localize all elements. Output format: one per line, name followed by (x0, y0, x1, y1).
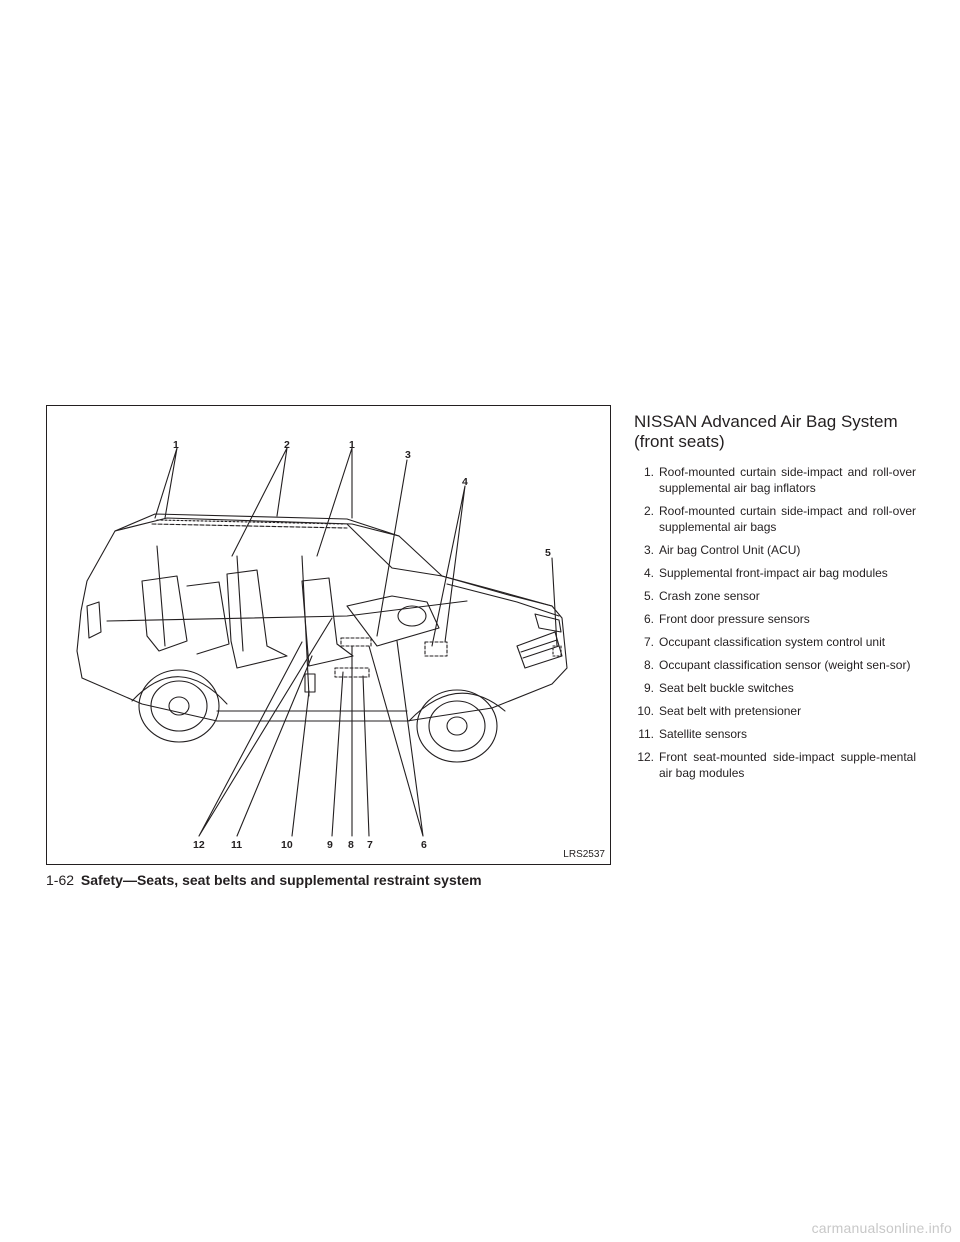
dashboard (346, 595, 440, 647)
steering-wheel (397, 605, 427, 627)
list-item: 3.Air bag Control Unit (ACU) (643, 543, 801, 557)
list-item: 1.Roof-mounted curtain side-impact and r… (643, 465, 916, 495)
watermark[interactable]: carmanualsonline.info (811, 1220, 952, 1236)
front-seat-left (226, 569, 288, 669)
page-number: 1-62 (46, 872, 75, 888)
b-pillar (236, 555, 244, 652)
list-item: 12.Front seat-mounted side-impact supple… (637, 750, 916, 780)
airbag-system-section: NISSAN Advanced Air Bag System (front se… (634, 412, 916, 788)
callout-3: 3 (405, 449, 411, 461)
leader-lines-bottom (198, 617, 424, 837)
buckle-switch (304, 673, 316, 693)
belt-line (106, 600, 468, 622)
callout-1: 1 (173, 439, 179, 451)
callout-11: 11 (231, 839, 243, 851)
callout-4: 4 (462, 476, 468, 488)
vehicle-body-outline (76, 517, 568, 722)
list-item: 5.Crash zone sensor (643, 589, 760, 603)
list-item: 10.Seat belt with pretensioner (637, 704, 802, 718)
front-airbag-module (424, 641, 448, 657)
list-item: 4.Supplemental front-impact air bag modu… (643, 566, 888, 580)
callout-12: 12 (193, 839, 205, 851)
leader-lines-top (154, 447, 558, 647)
rear-wheel-arch (131, 676, 228, 705)
rear-seat (141, 575, 188, 652)
callout-6: 6 (421, 839, 427, 851)
callout-10: 10 (281, 839, 293, 851)
page-footer: 1-62 Safety—Seats, seat belts and supple… (46, 872, 482, 888)
component-list: 1.Roof-mounted curtain side-impact and r… (634, 464, 916, 781)
hood (441, 575, 553, 607)
callout-1-second: 1 (349, 439, 355, 451)
callout-7: 7 (367, 839, 373, 851)
front-wheel (416, 689, 498, 763)
c-pillar (156, 545, 166, 647)
list-item: 2.Roof-mounted curtain side-impact and r… (643, 504, 916, 534)
windshield (346, 523, 443, 577)
list-item: 6.Front door pressure sensors (643, 612, 810, 626)
curtain-airbag (151, 523, 348, 529)
rear-lamp (86, 601, 102, 639)
figure-code: LRS2537 (563, 849, 605, 860)
callout-9: 9 (327, 839, 333, 851)
callout-2: 2 (284, 439, 290, 451)
chapter-title: Safety—Seats, seat belts and supplementa… (80, 872, 482, 888)
rear-wheel (138, 669, 220, 743)
front-seat-right (301, 577, 354, 667)
section-title: NISSAN Advanced Air Bag System (front se… (634, 412, 898, 451)
grille (516, 631, 563, 669)
list-item: 8.Occupant classification sensor (weight… (643, 658, 911, 672)
acu-box (340, 637, 372, 647)
vehicle-airbag-diagram: 1 2 1 3 4 5 12 11 10 9 8 7 6 LRS2537 (46, 405, 611, 865)
callout-8: 8 (348, 839, 354, 851)
vehicle-illustration (76, 447, 568, 837)
list-item: 11.Satellite sensors (638, 727, 748, 741)
hood-crease (446, 583, 560, 617)
roof-line (114, 513, 400, 537)
list-item: 7.Occupant classification system control… (643, 635, 886, 649)
headlight (534, 613, 562, 633)
list-item: 9.Seat belt buckle switches (643, 681, 794, 695)
callout-5: 5 (545, 547, 551, 559)
front-wheel-arch (408, 692, 506, 722)
